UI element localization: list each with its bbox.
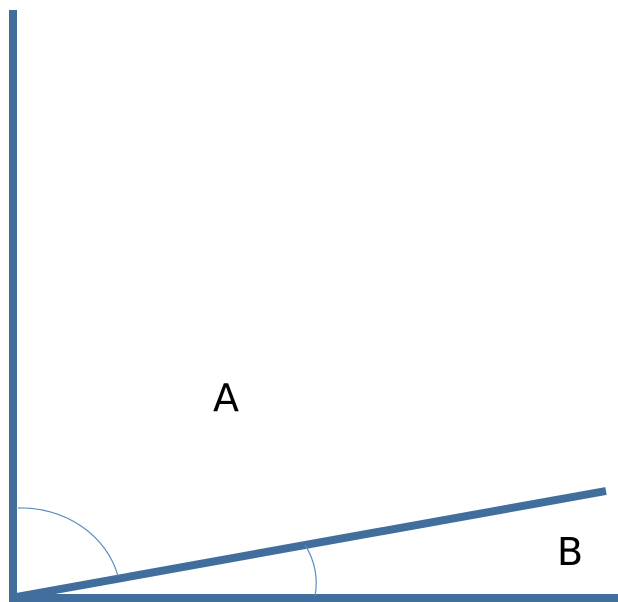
angle-label-b: B — [557, 530, 583, 574]
angle-label-a: A — [213, 376, 239, 420]
angle-arc-a — [17, 507, 119, 577]
angle-arc-b — [304, 544, 317, 597]
slanted-line — [15, 487, 607, 601]
